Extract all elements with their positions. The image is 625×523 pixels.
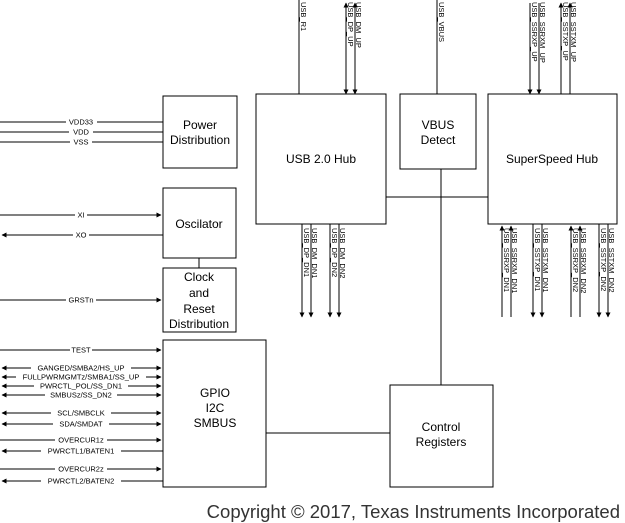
gpio-label-line2: I2C xyxy=(206,401,225,415)
copyright-notice: Copyright © 2017, Texas Instruments Inco… xyxy=(207,501,620,522)
signal-usb-dp-dn1: USB_DP_DN1 xyxy=(302,228,311,277)
internal-connections xyxy=(198,169,488,434)
power-label-line2: Distribution xyxy=(170,133,230,147)
power-signals: VDD33 VDD VSS xyxy=(0,117,163,147)
signal-pwrctl-pol: PWRCTL_POL/SS_DN1 xyxy=(40,382,122,391)
usb2-hub-block: USB 2.0 Hub xyxy=(255,93,387,225)
oscillator-block: Oscilator xyxy=(162,187,237,259)
signal-pwrctl1: PWRCTL1/BATEN1 xyxy=(48,447,115,456)
clock-label-line1: Clock xyxy=(184,270,215,284)
usb2-hub-label: USB 2.0 Hub xyxy=(286,152,356,166)
clock-label-line2: and xyxy=(189,286,209,300)
signal-sda: SDA/SMDAT xyxy=(59,420,103,429)
signal-ssrxm-dn2: USB_SSRXM_DN2 xyxy=(579,228,588,293)
signal-scl: SCL/SMBCLK xyxy=(57,409,105,418)
power-distribution-block: Power Distribution xyxy=(162,95,238,169)
signal-overcur2: OVERCUR2z xyxy=(58,465,104,474)
superspeed-hub-label: SuperSpeed Hub xyxy=(506,152,598,166)
signal-sstxm-up: USB_SSTXM_UP xyxy=(569,2,578,62)
gpio-label-line3: SMBUS xyxy=(194,416,237,430)
signal-fullpwr: FULLPWRMGMTz/SMBA1/SS_UP xyxy=(23,373,140,382)
signal-ssrxp-up: USB_SSRXP_UP xyxy=(530,2,539,62)
signal-overcur1: OVERCUR1z xyxy=(58,436,104,445)
signal-usb-vbus: USB_VBUS xyxy=(437,2,446,42)
signal-sstxp-up: USB_SSTXP_UP xyxy=(561,2,570,61)
gpio-label-line1: GPIO xyxy=(200,386,230,400)
signal-ssrxm-up: USB_SSRXM_UP xyxy=(538,2,547,63)
gpio-block: GPIO I2C SMBUS xyxy=(162,339,267,488)
signal-usb-dm-dn1: USB_DM_DN1 xyxy=(310,228,319,278)
signal-ganged: GANGED/SMBA2/HS_UP xyxy=(37,364,124,373)
vbus-label-line1: VBUS xyxy=(422,118,455,132)
signal-sstxp-dn1: USB_SSTXP_DN1 xyxy=(533,228,542,291)
vbus-detect-block: VBUS Detect xyxy=(399,93,477,170)
signal-usb-r1: USB_R1 xyxy=(299,2,308,31)
gpio-signals: TEST GANGED/SMBA2/HS_UP FULLPWRMGMTz/SMB… xyxy=(0,345,163,486)
superspeed-downstream-signals: USB_SSRXM_DN1 USB_SSRXP_DN1 USB_SSTXM_DN… xyxy=(499,224,616,318)
signal-vss: VSS xyxy=(73,138,88,147)
signal-vdd33: VDD33 xyxy=(69,118,93,127)
signal-sstxm-dn1: USB_SSTXM_DN1 xyxy=(541,228,550,293)
power-label-line1: Power xyxy=(183,118,217,132)
control-label-line2: Registers xyxy=(416,435,467,449)
vbus-label-line2: Detect xyxy=(421,133,456,147)
top-signals: USB_R1 USB_DM_UP USB_DP_UP USB_VBUS USB_… xyxy=(298,0,578,95)
signal-sstxp-dn2: USB_SSTXP_DN2 xyxy=(599,228,608,291)
control-registers-block: Control Registers xyxy=(389,384,494,488)
superspeed-hub-block: SuperSpeed Hub xyxy=(487,93,618,225)
signal-pwrctl2: PWRCTL2/BATEN2 xyxy=(48,477,115,486)
signal-smbusz: SMBUSz/SS_DN2 xyxy=(50,391,112,400)
signal-usb-dp-dn2: USB_DP_DN2 xyxy=(330,228,339,277)
signal-xi: XI xyxy=(77,211,84,220)
signal-xo: XO xyxy=(76,231,87,240)
signal-grstn: GRSTn xyxy=(68,296,93,305)
signal-ssrxp-dn2: USB_SSRXP_DN2 xyxy=(571,228,580,292)
signal-usb-dm-dn2: USB_DM_DN2 xyxy=(338,228,347,278)
clock-signals: XI XO GRSTn xyxy=(0,210,163,305)
signal-usb-dp-up: USB_DP_UP xyxy=(346,2,355,47)
signal-sstxm-dn2: USB_SSTXM_DN2 xyxy=(607,228,616,293)
signal-vdd: VDD xyxy=(73,128,89,137)
signal-test: TEST xyxy=(71,346,91,355)
usb2-downstream-signals: USB_DM_DN1 USB_DP_DN1 USB_DM_DN2 USB_DP_… xyxy=(299,224,347,318)
clock-reset-block: Clock and Reset Distribution xyxy=(162,267,237,333)
oscillator-label: Oscilator xyxy=(175,217,222,231)
signal-ssrxm-dn1: USB_SSRXM_DN1 xyxy=(510,228,519,293)
signal-usb-dm-up: USB_DM_UP xyxy=(354,2,363,48)
control-label-line1: Control xyxy=(422,420,461,434)
clock-label-line4: Distribution xyxy=(169,317,229,331)
signal-ssrxp-dn1: USB_SSRXP_DN1 xyxy=(502,228,511,292)
clock-label-line3: Reset xyxy=(183,302,215,316)
